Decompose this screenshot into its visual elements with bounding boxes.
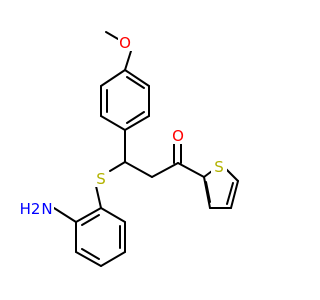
bond-methyl-o xyxy=(105,31,119,40)
amine-n-label: N xyxy=(41,200,52,218)
bond-thio-c xyxy=(230,180,239,209)
amine-h2-label: H2 xyxy=(20,200,41,218)
bond-ring1-c xyxy=(124,115,150,131)
atom-labels: O O S S H2N xyxy=(18,33,227,218)
bond-ring1-a xyxy=(124,69,150,87)
bond-ch-ch2 xyxy=(124,161,153,178)
bond-ring1-d xyxy=(100,115,126,131)
bond-ring1-f xyxy=(100,69,126,87)
bond-thio-a xyxy=(203,170,213,178)
atom-methoxy-oxygen: O xyxy=(119,34,131,52)
bond-ch2-co xyxy=(151,162,179,178)
atom-amine-nitrogen: H2N xyxy=(20,200,53,218)
bond-ring2-double-3 xyxy=(81,214,100,226)
bond-ring2-double-2 xyxy=(81,248,100,260)
bond-ring2-a xyxy=(100,207,126,223)
bond-ring1-double-1 xyxy=(126,76,145,89)
bond-ring2-f xyxy=(75,207,102,223)
bond-thio-e xyxy=(203,176,211,209)
bond-thio-b xyxy=(225,168,239,182)
bond-o-aryl xyxy=(124,50,132,71)
bonds xyxy=(53,31,239,267)
bond-ring2-d xyxy=(75,251,102,267)
molecule-canvas: O O S S H2N xyxy=(18,31,239,267)
atom-thiophene-sulfur: S xyxy=(214,158,224,176)
bond-thio-double-2 xyxy=(205,181,211,203)
bond-thio-double-1 xyxy=(226,182,234,205)
bond-ring1-double-2 xyxy=(126,111,145,124)
bond-s-aryl xyxy=(95,185,102,209)
bond-co-thiophene xyxy=(177,162,205,178)
atom-thioether-sulfur: S xyxy=(96,170,106,188)
atom-carbonyl-oxygen: O xyxy=(172,127,184,145)
bond-aryl-n xyxy=(53,207,77,223)
molecule-structure: O O S S H2N xyxy=(18,31,239,267)
bond-ring2-c xyxy=(100,251,126,267)
bond-ch-s xyxy=(109,161,126,172)
